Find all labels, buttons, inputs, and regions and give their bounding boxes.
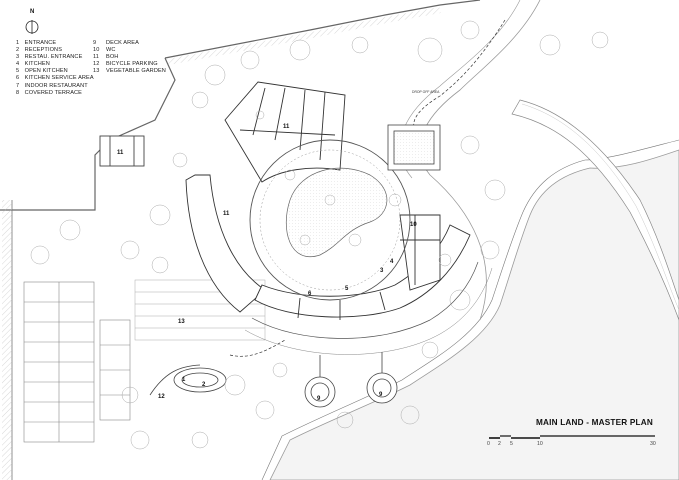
scale-tick-label: 5 [510, 441, 513, 447]
scale-tick-label: 30 [650, 441, 656, 447]
label-bicycle: 12 [158, 394, 165, 400]
label-kitchen-service: 6 [308, 291, 312, 297]
pond [286, 167, 388, 258]
label-kitchen: 4 [390, 259, 394, 265]
drop-off-pavilion [387, 124, 441, 171]
north-label: N [30, 9, 35, 15]
scale-tick-label: 10 [537, 441, 543, 447]
label-boh-top: 11 [283, 124, 290, 130]
label-reception: 2 [202, 382, 206, 388]
legend-item: 4 KITCHEN [16, 61, 50, 68]
bridge [511, 99, 679, 321]
main-building [185, 81, 471, 320]
label-open-kitchen: 5 [345, 286, 349, 292]
label-entrance: 1 [182, 377, 186, 383]
scale-tick-label: 0 [487, 441, 490, 447]
legend-item: 8 COVERED TERRACE [16, 89, 83, 96]
label-restau-entrance: 3 [380, 268, 384, 274]
deck-areas [304, 352, 398, 408]
label-boh-small: 11 [117, 150, 124, 156]
legend-item: 1 ENTRANCE [16, 40, 57, 46]
label-deck-left: 9 [317, 396, 321, 402]
legend-column-1: 1 ENTRANCE 2 RECEPTIONS 3 RESTAU. ENTRAN… [16, 40, 94, 97]
walking-path [229, 19, 506, 357]
covered-terrace [251, 261, 479, 339]
label-deck-right: 9 [379, 392, 383, 398]
label-boh-left: 11 [223, 211, 230, 217]
legend-item: 7 INDOOR RESTAURANT [16, 82, 88, 89]
label-drop-off: DROP OFF AREA [412, 90, 440, 94]
legend-item: 5 OPEN KITCHEN [16, 68, 68, 75]
scale-tick-label: 2 [498, 441, 501, 447]
legend-item: 3 RESTAU. ENTRANCE [16, 54, 83, 61]
plan-title: MAIN LAND - MASTER PLAN [536, 418, 653, 427]
central-courtyard [249, 139, 411, 301]
sea-area [269, 149, 679, 480]
parking-area [23, 281, 131, 443]
legend-item: 6 KITCHEN SERVICE AREA [16, 75, 94, 82]
north-arrow [25, 20, 39, 34]
small-boh-building [99, 135, 145, 167]
scale-bar [489, 435, 655, 439]
reception-pavilion [149, 364, 227, 396]
label-wc: 10 [410, 222, 417, 228]
legend-item: 2 RECEPTIONS [16, 47, 63, 54]
landscape-trees [30, 20, 609, 450]
label-garden: 13 [178, 319, 185, 325]
